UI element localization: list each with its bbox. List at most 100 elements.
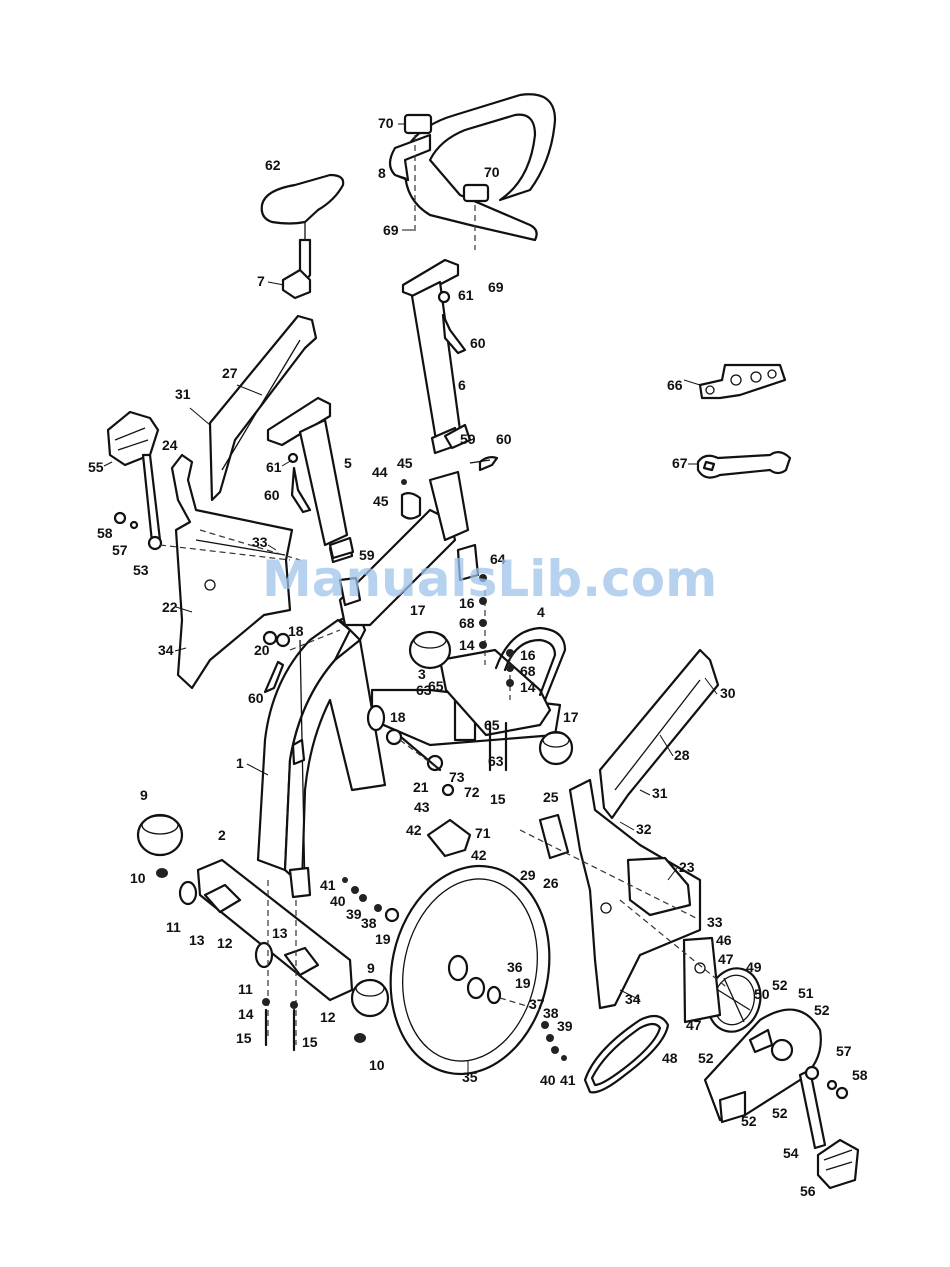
part-label: 14 xyxy=(520,679,536,695)
part-label: 11 xyxy=(166,919,181,935)
part-label: 44 xyxy=(372,464,388,480)
part-label: 70 xyxy=(484,164,500,180)
part-label: 53 xyxy=(133,562,149,578)
part-label: 58 xyxy=(97,525,113,541)
leader-lines xyxy=(103,123,718,1076)
part-label: 52 xyxy=(741,1113,757,1129)
part-label: 37 xyxy=(529,996,545,1012)
part-label: 57 xyxy=(836,1043,852,1059)
part-label: 65 xyxy=(428,678,444,694)
part-label: 73 xyxy=(449,769,465,785)
part-label: 45 xyxy=(373,493,389,509)
part-label: 35 xyxy=(462,1069,478,1085)
chain-cover-drawing xyxy=(703,1008,822,1124)
part-label: 51 xyxy=(798,985,814,1001)
part-label: 48 xyxy=(662,1050,678,1066)
part-label: 18 xyxy=(390,709,406,725)
part-label: 3 xyxy=(418,666,426,682)
handlebar-drawing xyxy=(388,93,557,250)
belt-drawing xyxy=(583,1014,670,1094)
part-label: 60 xyxy=(496,431,512,447)
part-label: 16 xyxy=(459,595,475,611)
part-label: 59 xyxy=(460,431,476,447)
part-label: 15 xyxy=(490,791,506,807)
part-label: 40 xyxy=(540,1072,556,1088)
part-label: 60 xyxy=(248,690,264,706)
front-stabilizer-drawing xyxy=(408,590,574,766)
part-label: 65 xyxy=(484,717,500,733)
part-label: 9 xyxy=(140,787,148,803)
part-label: 69 xyxy=(383,222,399,238)
part-label: 43 xyxy=(414,799,430,815)
part-label: 49 xyxy=(746,959,762,975)
part-label: 29 xyxy=(520,867,536,883)
part-label: 22 xyxy=(162,599,178,615)
part-label: 62 xyxy=(265,157,281,173)
part-label: 33 xyxy=(252,534,268,550)
part-label: 25 xyxy=(543,789,559,805)
right-pedal-drawing xyxy=(798,1065,860,1190)
part-label: 7 xyxy=(257,273,265,289)
part-label: 23 xyxy=(679,859,695,875)
part-label: 42 xyxy=(406,822,422,838)
lower-cover-left-drawing xyxy=(170,453,294,690)
part-label: 63 xyxy=(416,682,432,698)
left-pedal-drawing xyxy=(106,410,163,551)
part-label: 34 xyxy=(158,642,174,658)
flywheel-drawing xyxy=(389,864,551,1076)
part-label: 24 xyxy=(162,437,178,453)
part-label: 20 xyxy=(254,642,270,658)
part-label: 52 xyxy=(772,977,788,993)
part-label: 45 xyxy=(397,455,413,471)
part-label: 70 xyxy=(378,115,394,131)
part-label: 38 xyxy=(543,1005,559,1021)
part-label: 64 xyxy=(490,551,506,567)
part-label: 55 xyxy=(88,459,104,475)
part-label: 5 xyxy=(344,455,352,471)
part-label: 12 xyxy=(320,1009,336,1025)
part-label: 19 xyxy=(375,931,391,947)
part-label: 21 xyxy=(413,779,429,795)
part-label: 66 xyxy=(667,377,683,393)
part-label: 9 xyxy=(367,960,375,976)
part-label: 28 xyxy=(674,747,690,763)
part-label: 15 xyxy=(302,1034,318,1050)
part-label: 42 xyxy=(471,847,487,863)
part-label: 12 xyxy=(217,935,233,951)
part-label: 52 xyxy=(814,1002,830,1018)
part-label: 71 xyxy=(475,825,491,841)
part-label: 68 xyxy=(520,663,536,679)
part-label: 26 xyxy=(543,875,559,891)
part-label: 17 xyxy=(563,709,579,725)
part-label: 54 xyxy=(783,1145,799,1161)
part-label: 8 xyxy=(378,165,386,181)
part-label: 17 xyxy=(410,602,426,618)
brake-assembly-drawing xyxy=(393,730,472,858)
part-label: 46 xyxy=(716,932,732,948)
part-label: 38 xyxy=(361,915,377,931)
part-label: 30 xyxy=(720,685,736,701)
part-label: 15 xyxy=(236,1030,252,1046)
part-label: 61 xyxy=(266,459,282,475)
part-label: 10 xyxy=(369,1057,385,1073)
part-label: 68 xyxy=(459,615,475,631)
part-label: 50 xyxy=(754,986,770,1002)
part-label: 39 xyxy=(557,1018,573,1034)
part-label: 4 xyxy=(537,604,545,620)
watermark: ManualsLib.com xyxy=(262,550,717,608)
part-label: 41 xyxy=(320,877,336,893)
upper-cover-right-drawing xyxy=(598,648,720,820)
handlebar-end-cap-right xyxy=(462,183,490,203)
tools-drawing xyxy=(696,363,792,479)
part-label: 41 xyxy=(560,1072,576,1088)
part-label: 61 xyxy=(458,287,474,303)
part-label: 13 xyxy=(272,925,288,941)
part-label: 10 xyxy=(130,870,146,886)
part-label: 58 xyxy=(852,1067,868,1083)
part-label: 67 xyxy=(672,455,688,471)
part-label: 72 xyxy=(464,784,480,800)
part-label: 19 xyxy=(515,975,531,991)
part-label: 52 xyxy=(772,1105,788,1121)
part-label: 52 xyxy=(698,1050,714,1066)
